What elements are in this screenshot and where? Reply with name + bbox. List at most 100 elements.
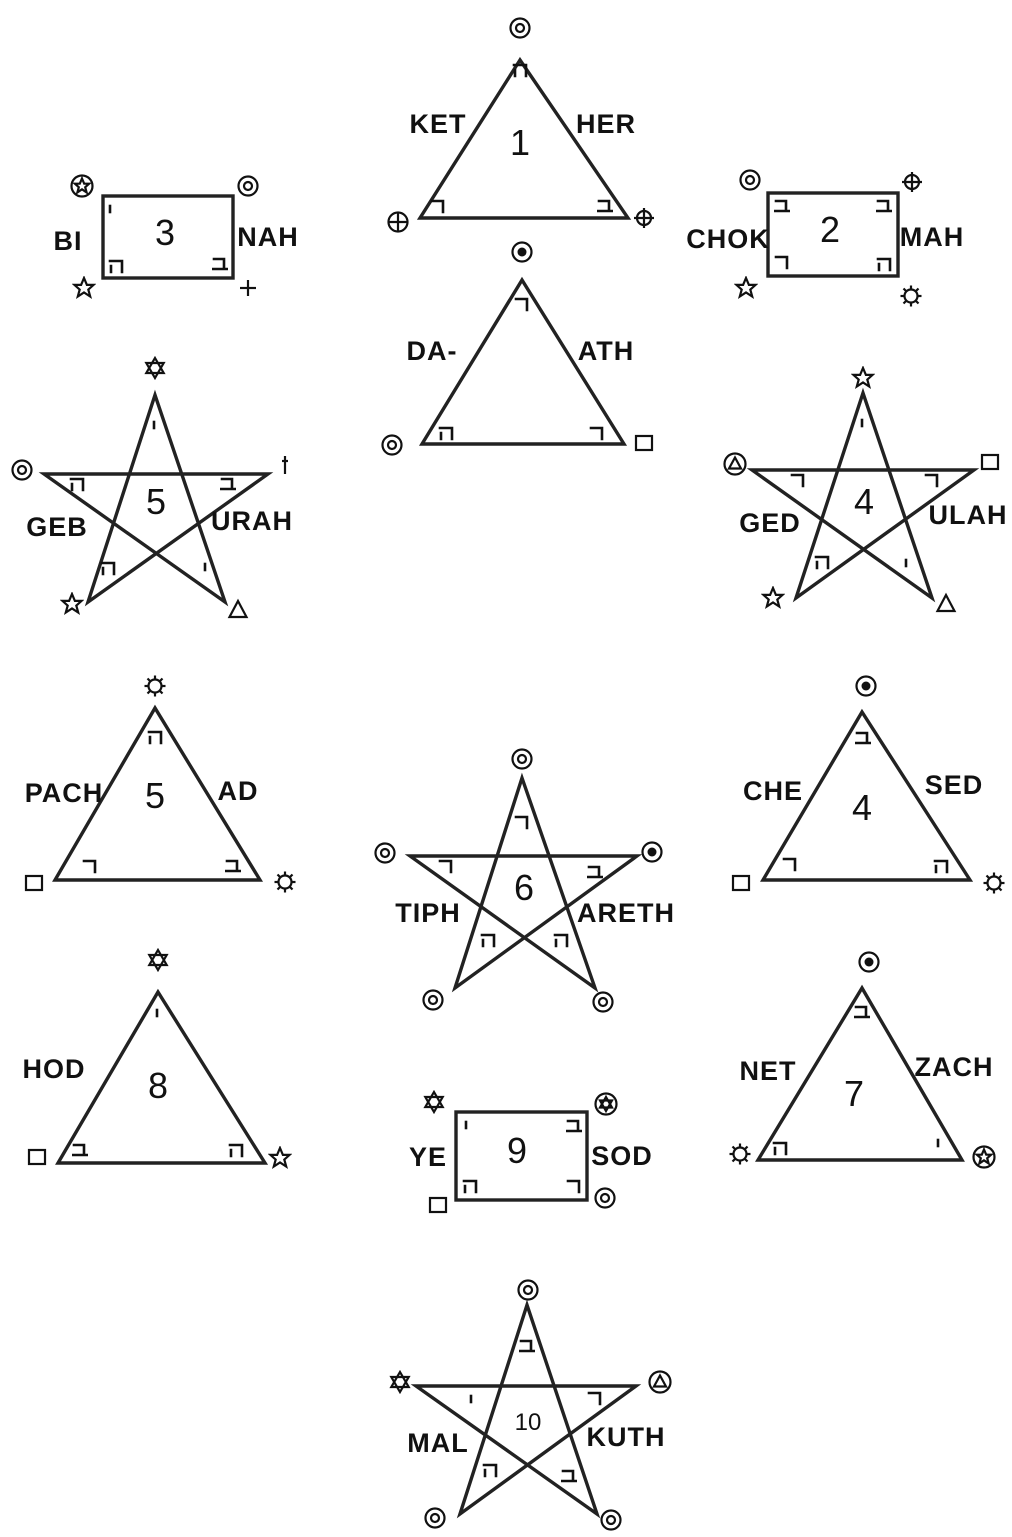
circle-glyph-icon — [11, 459, 33, 481]
pentagram-outline — [404, 772, 643, 993]
label-left: CHOK — [686, 224, 770, 254]
circle-glyph-icon — [511, 748, 533, 770]
circle-cross-icon — [387, 211, 409, 233]
pentagram-outline — [410, 1299, 642, 1519]
hebrew-letter-mark — [514, 297, 529, 312]
figure-number: 9 — [507, 1130, 527, 1171]
hebrew-letter-mark — [438, 859, 453, 874]
circle-glyph-icon — [509, 17, 531, 39]
hebrew-letter-mark — [855, 731, 871, 745]
label-right: URAH — [211, 506, 293, 536]
square-icon — [634, 434, 654, 452]
cross-circle-icon — [632, 206, 656, 230]
rectangle-outline — [766, 191, 900, 278]
figure-number: 4 — [852, 787, 872, 828]
hebrew-letter-mark — [553, 933, 569, 948]
circle-glyph-icon — [237, 175, 259, 197]
figure-daath: DA- ATH — [381, 241, 654, 456]
label-left: MAL — [407, 1428, 468, 1458]
figure-4b: 4 CHE SED — [731, 675, 1006, 895]
hebrew-letter-mark — [566, 1119, 582, 1133]
pentagram-outline — [746, 387, 980, 603]
hebrew-letter-mark — [814, 555, 830, 570]
hebrew-letter-mark — [854, 1005, 870, 1019]
hebrew-letter-mark — [147, 730, 163, 745]
label-left: KET — [410, 109, 467, 139]
pentagram-outline — [38, 389, 274, 607]
hebrew-letter-mark — [561, 1469, 577, 1483]
figure-number: 1 — [510, 122, 530, 163]
circle-star-icon — [972, 1145, 996, 1169]
hebrew-letter-mark — [587, 1391, 602, 1406]
hebrew-letter-mark — [482, 1463, 498, 1478]
dot-circle-icon — [855, 675, 877, 697]
circle-glyph-icon — [381, 434, 403, 456]
hebrew-letter-mark — [597, 199, 613, 213]
hebrew-letter-mark — [790, 473, 805, 488]
label-left: DA- — [407, 336, 458, 366]
circle-glyph-icon — [739, 169, 761, 191]
circle-glyph-icon — [517, 1279, 539, 1301]
sun-icon — [143, 674, 167, 698]
hebrew-letter-mark — [587, 865, 603, 879]
circle-glyph-icon — [374, 842, 396, 864]
circle-glyph-icon — [422, 989, 444, 1011]
circle-glyph-icon — [600, 1509, 622, 1531]
hebrew-letter-mark — [228, 1143, 244, 1158]
label-right: SED — [925, 770, 984, 800]
label-left: YE — [409, 1142, 447, 1172]
label-right: NAH — [237, 222, 299, 252]
figure-number: 5 — [145, 775, 165, 816]
triangle-outline — [418, 276, 628, 446]
sun-icon — [982, 871, 1006, 895]
hebrew-letter-mark — [782, 857, 797, 872]
hebrew-letter-mark — [212, 257, 228, 271]
star-icon — [735, 276, 757, 298]
hebrew-letter-mark — [438, 426, 454, 441]
star-icon — [61, 592, 83, 614]
label-left: CHE — [743, 776, 803, 806]
hebrew-letter-mark — [69, 477, 85, 492]
hebrew-letter-mark — [100, 561, 116, 576]
circle-hexagram-icon — [594, 1092, 618, 1116]
hebrew-letter-mark — [774, 199, 790, 213]
hebrew-letter-mark — [462, 1179, 478, 1194]
hexagram-icon — [145, 356, 165, 380]
square-icon — [428, 1196, 448, 1214]
figure-number: 10 — [515, 1409, 542, 1436]
hebrew-letter-mark — [519, 1339, 535, 1353]
dot-circle-icon — [641, 841, 663, 863]
hexagram-icon — [390, 1370, 410, 1394]
dot-circle-icon — [511, 241, 533, 263]
rectangle-outline — [101, 194, 235, 280]
label-left: BI — [54, 226, 83, 256]
label-right: ARETH — [577, 898, 675, 928]
hebrew-letter-mark — [220, 477, 236, 491]
hebrew-letter-mark — [566, 1179, 581, 1194]
triangle-outline — [754, 984, 965, 1162]
sun-icon — [273, 870, 297, 894]
label-right: ATH — [578, 336, 635, 366]
hebrew-letter-mark — [589, 426, 604, 441]
label-left: HOD — [23, 1054, 86, 1084]
circle-glyph-icon — [424, 1507, 446, 1529]
hebrew-letter-mark — [933, 859, 949, 874]
star-icon — [852, 366, 874, 388]
hebrew-letter-mark — [876, 257, 892, 272]
dot-circle-icon — [858, 951, 880, 973]
hebrew-letter-mark — [430, 199, 445, 214]
label-right: AD — [218, 776, 259, 806]
sun-icon — [728, 1142, 752, 1166]
label-left: PACH — [25, 778, 104, 808]
label-right: ULAH — [929, 500, 1008, 530]
circle-glyph-icon — [592, 991, 614, 1013]
figure-number: 4 — [854, 481, 874, 522]
